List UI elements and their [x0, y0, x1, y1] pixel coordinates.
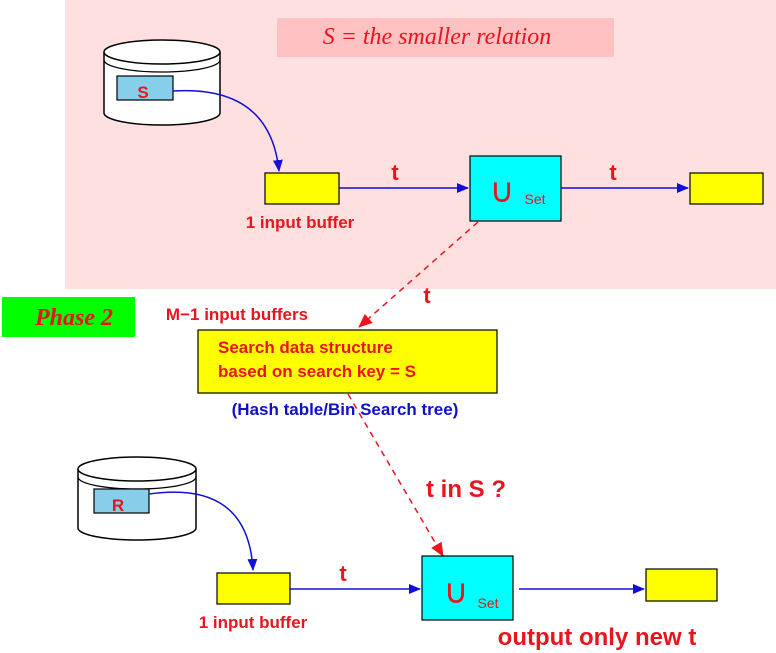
- union-symbol-1: ∪: [490, 171, 515, 211]
- search-structure-box: [197, 329, 498, 394]
- output-note: output only new t: [498, 624, 697, 651]
- banner-box: [277, 18, 614, 57]
- disk-s-item: [116, 75, 174, 101]
- arrow-disk-s-to-buffer: [172, 89, 283, 172]
- probe-tuple-label: t: [423, 283, 431, 308]
- phase2-input-buffer: [216, 572, 291, 605]
- m1-buffers-label: M−1 input buffers: [166, 305, 308, 324]
- probe-question: t in S ?: [426, 476, 506, 503]
- tuple-in-label-1: t: [391, 160, 399, 185]
- phase1-input-buffer: [264, 172, 340, 205]
- phase1-output-buffer: [689, 172, 764, 205]
- disk-r-label: R: [112, 496, 124, 515]
- union-sub-1: Set: [524, 191, 545, 207]
- phase1-input-buffer-label: 1 input buffer: [246, 213, 355, 232]
- disk-r-item: [93, 488, 150, 514]
- search-line-2: based on search key = S: [218, 362, 416, 381]
- union-box-2: [421, 555, 514, 621]
- search-line-1: Search data structure: [218, 338, 393, 357]
- tuple-out-label-1: t: [609, 160, 617, 185]
- phase2-tag-box: [2, 297, 135, 337]
- phase2-tag-text: Phase 2: [34, 305, 113, 331]
- arrow-search-to-union: [347, 393, 444, 557]
- union-sub-2: Set: [477, 595, 498, 611]
- phase2-input-buffer-label: 1 input buffer: [199, 613, 308, 632]
- arrow-disk-r-to-buffer: [148, 491, 258, 571]
- union-symbol-2: ∪: [444, 572, 469, 612]
- arrow-union-to-search: [358, 221, 479, 328]
- search-note: (Hash table/Bin Search tree): [232, 400, 459, 419]
- phase2-output-buffer: [645, 568, 718, 602]
- banner-text: S = the smaller relation: [323, 24, 552, 50]
- union-box-1: [469, 155, 562, 222]
- tuple-in-label-2: t: [339, 561, 347, 586]
- disk-s-label: S: [137, 83, 148, 102]
